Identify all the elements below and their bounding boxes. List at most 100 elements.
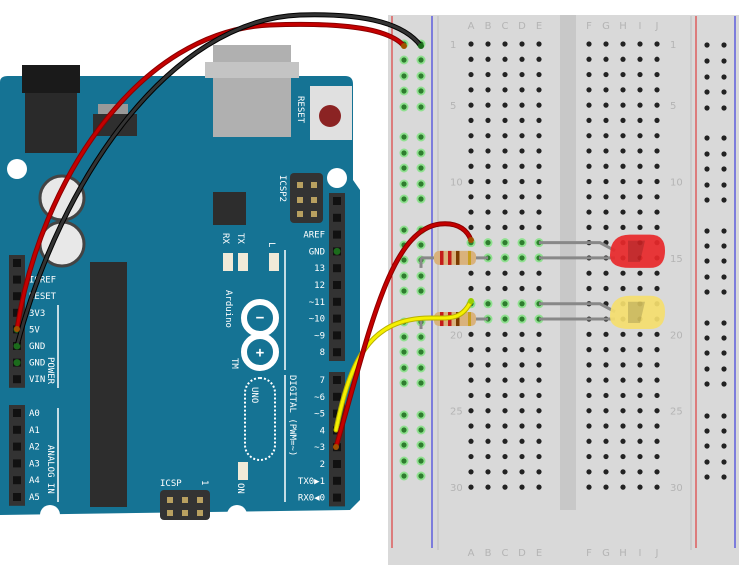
header-pin[interactable]	[13, 275, 21, 284]
breadboard-hole[interactable]	[502, 255, 508, 261]
breadboard-hole[interactable]	[620, 194, 626, 200]
breadboard-hole[interactable]	[603, 133, 609, 139]
breadboard-hole[interactable]	[586, 102, 592, 108]
breadboard-hole[interactable]	[519, 331, 525, 337]
breadboard-hole[interactable]	[485, 71, 491, 78]
header-pin[interactable]	[333, 264, 341, 273]
rail-hole[interactable]	[418, 380, 424, 386]
breadboard-hole[interactable]	[654, 209, 660, 215]
rail-hole[interactable]	[704, 151, 710, 157]
breadboard-hole[interactable]	[586, 117, 592, 123]
header-pin[interactable]	[333, 348, 341, 357]
breadboard-hole[interactable]	[586, 87, 592, 93]
breadboard-hole[interactable]	[654, 133, 660, 139]
breadboard-hole[interactable]	[603, 270, 609, 276]
breadboard-hole[interactable]	[654, 194, 660, 200]
breadboard-hole[interactable]	[536, 117, 542, 123]
breadboard-hole[interactable]	[502, 87, 508, 93]
breadboard-hole[interactable]	[654, 163, 660, 169]
wire-red-5v[interactable]	[15, 22, 406, 331]
breadboard-hole[interactable]	[654, 408, 660, 414]
rail-hole[interactable]	[401, 349, 407, 355]
breadboard-hole[interactable]	[536, 133, 542, 139]
breadboard-hole[interactable]	[519, 71, 525, 78]
breadboard-hole[interactable]	[485, 194, 491, 200]
rail-hole[interactable]	[721, 151, 727, 157]
breadboard-hole[interactable]	[502, 224, 508, 230]
breadboard-hole[interactable]	[637, 178, 643, 185]
header-pin[interactable]	[333, 230, 341, 239]
breadboard-hole[interactable]	[485, 41, 491, 47]
breadboard-hole[interactable]	[536, 362, 542, 368]
breadboard-hole[interactable]	[654, 178, 660, 185]
breadboard-hole[interactable]	[620, 102, 626, 108]
breadboard-hole[interactable]	[519, 133, 525, 139]
breadboard-hole[interactable]	[502, 41, 508, 47]
breadboard-hole[interactable]	[603, 41, 609, 47]
breadboard-hole[interactable]	[536, 87, 542, 93]
breadboard-hole[interactable]	[502, 423, 508, 429]
reset-button-cap[interactable]	[319, 105, 341, 127]
breadboard-hole[interactable]	[637, 453, 643, 460]
breadboard-hole[interactable]	[485, 285, 491, 292]
breadboard-hole[interactable]	[603, 469, 609, 475]
breadboard-hole[interactable]	[519, 255, 525, 261]
breadboard-hole[interactable]	[654, 484, 660, 490]
breadboard-hole[interactable]	[586, 469, 592, 475]
breadboard-hole[interactable]	[519, 408, 525, 414]
breadboard-hole[interactable]	[637, 423, 643, 429]
breadboard-hole[interactable]	[536, 224, 542, 230]
rail-hole[interactable]	[704, 228, 710, 234]
breadboard-hole[interactable]	[468, 194, 474, 200]
rail-hole[interactable]	[721, 58, 727, 64]
breadboard-hole[interactable]	[502, 392, 508, 399]
breadboard-hole[interactable]	[586, 423, 592, 429]
rail-hole[interactable]	[721, 428, 727, 434]
header-pin[interactable]	[333, 281, 341, 289]
breadboard-hole[interactable]	[519, 453, 525, 460]
breadboard-hole[interactable]	[519, 194, 525, 200]
breadboard-hole[interactable]	[603, 102, 609, 108]
rail-hole[interactable]	[418, 88, 424, 94]
rail-hole[interactable]	[704, 381, 710, 387]
rail-hole[interactable]	[401, 273, 407, 279]
rail-hole[interactable]	[721, 166, 727, 172]
rail-hole[interactable]	[401, 427, 407, 433]
rail-hole[interactable]	[418, 134, 424, 140]
breadboard-hole[interactable]	[603, 347, 609, 353]
breadboard-hole[interactable]	[519, 41, 525, 47]
breadboard-hole[interactable]	[620, 209, 626, 215]
rail-hole[interactable]	[401, 473, 407, 479]
breadboard-hole[interactable]	[586, 71, 592, 78]
breadboard-hole[interactable]	[519, 148, 525, 154]
breadboard-hole[interactable]	[637, 362, 643, 368]
rail-hole[interactable]	[704, 258, 710, 264]
breadboard-hole[interactable]	[536, 41, 542, 47]
breadboard-hole[interactable]	[637, 41, 643, 47]
rail-hole[interactable]	[418, 181, 424, 187]
breadboard-hole[interactable]	[603, 484, 609, 490]
header-pin[interactable]	[333, 376, 341, 384]
breadboard-hole[interactable]	[502, 240, 508, 246]
breadboard-hole[interactable]	[620, 377, 626, 383]
breadboard-hole[interactable]	[536, 392, 542, 399]
rail-hole[interactable]	[704, 74, 710, 80]
breadboard-hole[interactable]	[620, 133, 626, 139]
breadboard-hole[interactable]	[654, 362, 660, 368]
breadboard-hole[interactable]	[603, 438, 609, 444]
rail-hole[interactable]	[401, 442, 407, 448]
breadboard-hole[interactable]	[485, 163, 491, 169]
breadboard-hole[interactable]	[519, 362, 525, 368]
breadboard-hole[interactable]	[603, 87, 609, 93]
breadboard-hole[interactable]	[654, 87, 660, 93]
breadboard-hole[interactable]	[654, 423, 660, 429]
breadboard-hole[interactable]	[536, 178, 542, 185]
breadboard-hole[interactable]	[468, 392, 474, 399]
rail-hole[interactable]	[401, 288, 407, 294]
rail-hole[interactable]	[401, 196, 407, 202]
breadboard-hole[interactable]	[468, 41, 474, 47]
rail-hole[interactable]	[418, 288, 424, 294]
breadboard-hole[interactable]	[603, 331, 609, 337]
rail-hole[interactable]	[418, 473, 424, 479]
header-pin[interactable]	[13, 308, 21, 317]
